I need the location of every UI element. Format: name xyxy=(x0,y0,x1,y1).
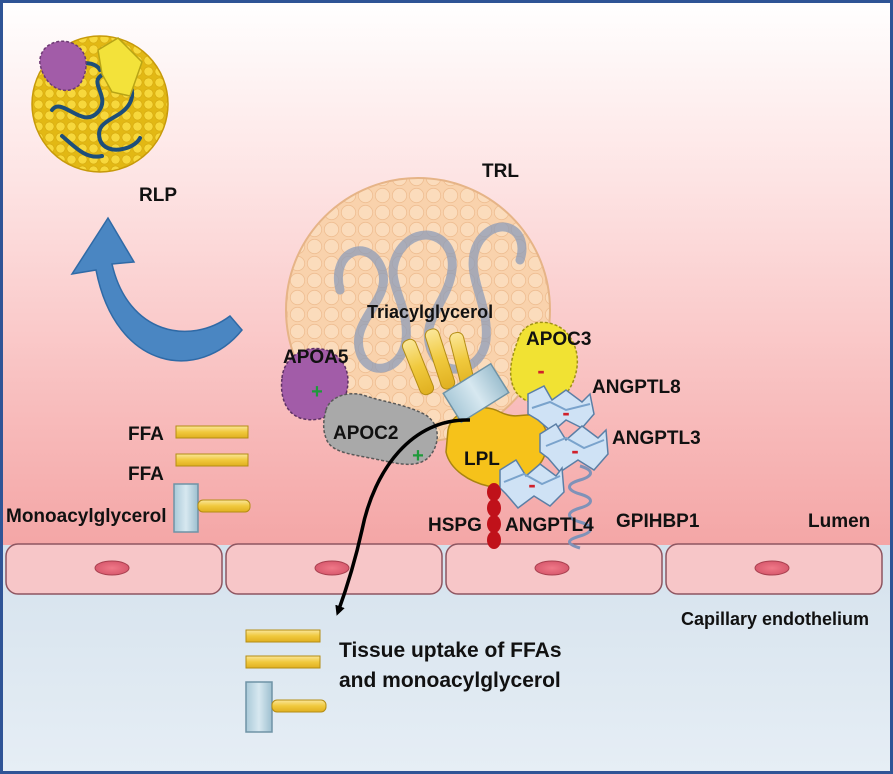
apoc2-label: APOC2 xyxy=(333,423,399,444)
angptl3-protein xyxy=(539,422,609,473)
angptl4-protein xyxy=(499,458,565,510)
ffa-transport-arrow xyxy=(335,418,471,616)
apoc2-activator-sign: + xyxy=(412,445,424,467)
apoa5-label: APOA5 xyxy=(283,347,349,368)
curved-arrow-icon xyxy=(70,216,243,362)
hspg-chain xyxy=(487,483,501,549)
apoc2-protein xyxy=(322,392,438,466)
tissue-uptake-label-line1: Tissue uptake of FFAs xyxy=(339,639,562,662)
lumen-label: Lumen xyxy=(808,511,871,532)
hspg-label: HSPG xyxy=(428,515,482,536)
rlp-label: RLP xyxy=(139,185,177,206)
endothelial-cell xyxy=(665,543,883,595)
apoc3-inhibitor-sign: - xyxy=(537,358,544,383)
ffa-label-1: FFA xyxy=(128,424,164,445)
apoa5-activator-sign: + xyxy=(311,381,323,403)
angptl8-inhibitor-sign: - xyxy=(562,400,569,425)
apoc3-label: APOC3 xyxy=(526,329,592,350)
angptl8-label: ANGPTL8 xyxy=(592,377,681,398)
ffa-bar-icon xyxy=(245,655,321,669)
ffa-label-2: FFA xyxy=(128,464,164,485)
monoacylglycerol-label: Monoacylglycerol xyxy=(6,506,167,527)
angptl4-inhibitor-sign: - xyxy=(528,472,535,497)
angptl3-label: ANGPTL3 xyxy=(612,428,701,449)
angptl8-protein xyxy=(527,385,595,433)
triacylglycerol-molecule xyxy=(401,328,510,424)
lpl-label: LPL xyxy=(464,449,500,470)
monoacylglycerol-icon xyxy=(245,681,327,733)
trl-label: TRL xyxy=(482,161,519,182)
capillary-endothelium-label: Capillary endothelium xyxy=(681,609,870,629)
rlp-particle xyxy=(31,35,169,173)
tissue-uptake-label-line2: and monoacylglycerol xyxy=(339,669,561,692)
gpihbp1-label: GPIHBP1 xyxy=(616,511,700,532)
monoacylglycerol-icon xyxy=(173,483,251,533)
angptl4-label: ANGPTL4 xyxy=(505,515,594,536)
endothelial-cell xyxy=(5,543,223,595)
endothelial-cell xyxy=(225,543,443,595)
endothelium-cells xyxy=(5,543,883,595)
angptl3-inhibitor-sign: - xyxy=(571,438,578,463)
ffa-bar-icon xyxy=(175,453,249,467)
gpihbp1-coil xyxy=(568,464,592,550)
ffa-bar-icon xyxy=(175,425,249,439)
endothelial-cell xyxy=(445,543,663,595)
triacylglycerol-label: Triacylglycerol xyxy=(367,302,494,322)
ffa-bar-icon xyxy=(245,629,321,643)
